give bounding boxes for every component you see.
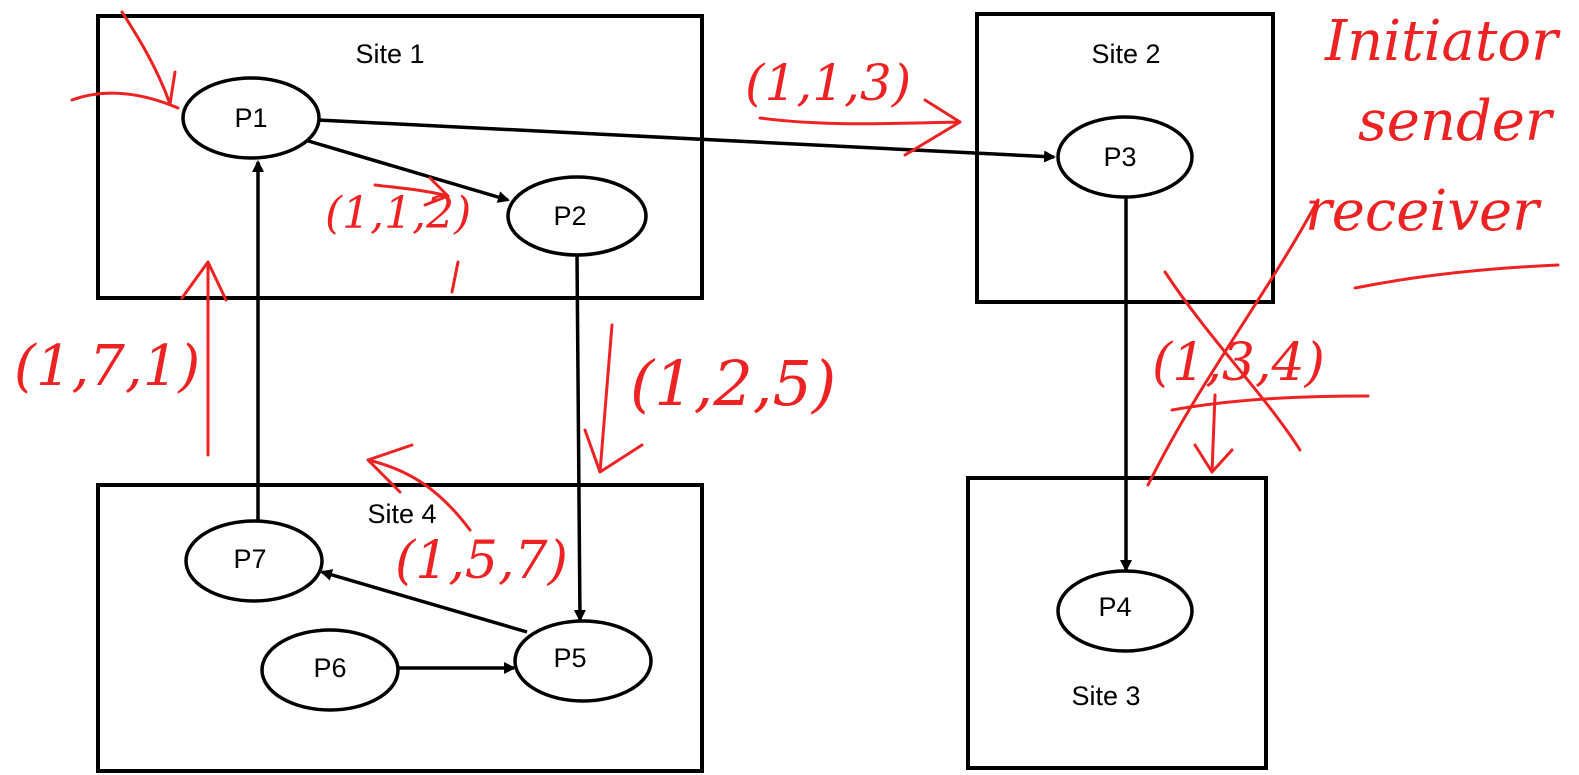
node-p1 (181, 76, 321, 160)
legend-underline-ink (1353, 263, 1560, 290)
legend-receiver: receiver (1305, 179, 1542, 244)
node-p3 (1056, 115, 1194, 199)
edge-p5-p7 (320, 569, 528, 634)
arrow-p1-p3-ink (758, 98, 962, 157)
node-p7-label: P7 (233, 544, 266, 574)
arrow-p7-p1-ink (180, 260, 228, 457)
site-1-label: Site 1 (355, 39, 424, 69)
node-p2-label: P2 (553, 201, 586, 231)
edge-p2-p5 (573, 254, 586, 622)
label-p1-p3: (1,1,3) (745, 54, 911, 112)
node-p5 (513, 619, 653, 703)
label-p3-p4: (1,3,4) (1152, 333, 1325, 393)
node-p6-label: P6 (313, 653, 346, 683)
node-p5-label: P5 (553, 643, 586, 673)
node-p1-label: P1 (234, 103, 267, 133)
node-p2 (506, 175, 648, 257)
arrow-p2-p5-ink (583, 323, 644, 474)
legend-sender: sender (1358, 89, 1555, 154)
site-4-label: Site 4 (367, 499, 436, 529)
node-p4-label: P4 (1098, 592, 1131, 622)
label-p5-p7: (1,5,7) (395, 531, 568, 591)
node-p3-label: P3 (1103, 142, 1136, 172)
site-2-label: Site 2 (1091, 39, 1160, 69)
node-p4 (1056, 569, 1194, 653)
arrow-p1-p2-ink (373, 176, 460, 294)
initiator-arrow-ink (70, 10, 180, 110)
arrow-p3-p4-ink (1193, 393, 1234, 474)
label-p7-p1: (1,7,1) (14, 334, 200, 399)
legend-initiator: Initiator (1324, 9, 1561, 74)
arrow-p5-p7-ink (366, 443, 472, 532)
edge-p1-p2 (304, 138, 510, 203)
cross-out-ink (1146, 198, 1370, 487)
node-p7 (184, 519, 324, 603)
node-p6 (260, 628, 400, 712)
label-p2-p5: (1,2,5) (630, 347, 836, 420)
edge-p1-p3 (317, 118, 1056, 163)
site-3-label: Site 3 (1071, 681, 1140, 711)
